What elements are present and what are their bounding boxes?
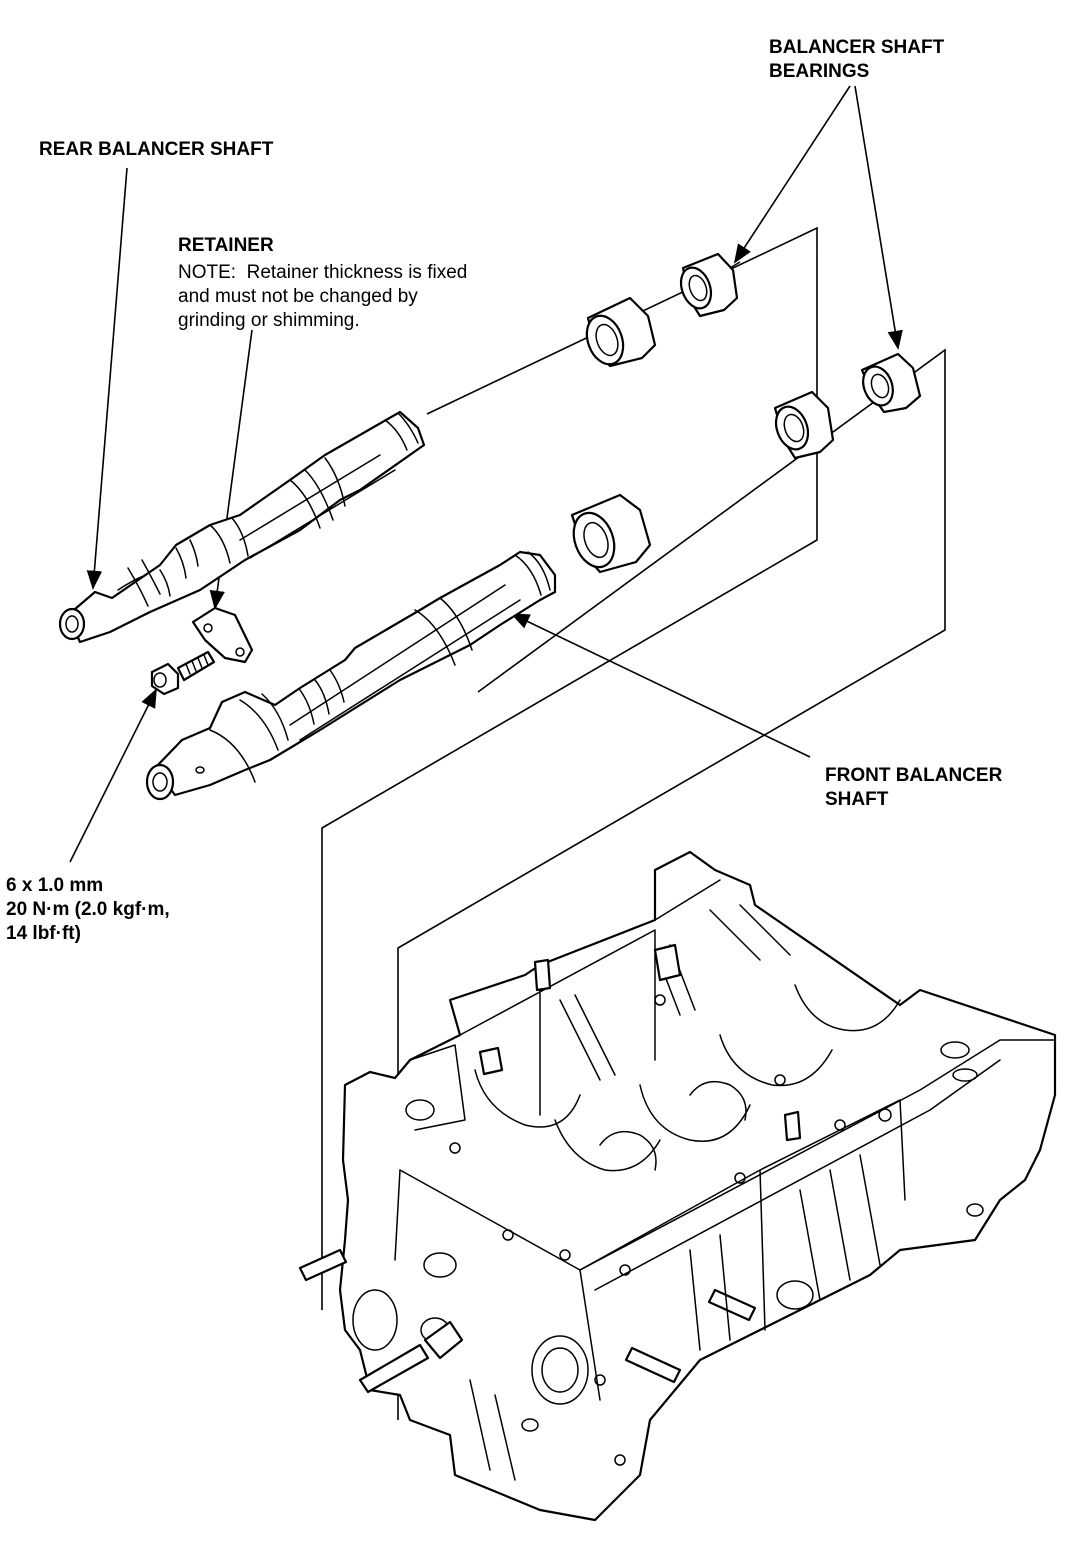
front-balancer-shaft-label: FRONT BALANCER SHAFT (825, 765, 1003, 810)
front-balancer-shaft-icon (145, 550, 557, 801)
bolt-icon (150, 650, 216, 696)
bolt-spec-label: 6 x 1.0 mm 20 N·m (2.0 kgf·m, 14 lbf·ft) (6, 875, 170, 944)
engine-block-icon (298, 850, 1057, 1522)
leader-lines (69, 85, 903, 863)
balancer-shaft-bearings-label: BALANCER SHAFT BEARINGS (769, 37, 945, 82)
rear-balancer-shaft-icon (58, 410, 426, 644)
retainer-label: RETAINER (178, 235, 274, 256)
retainer-note: NOTE: Retainer thickness is fixed and mu… (178, 262, 468, 331)
retainer-icon (191, 606, 254, 664)
rear-balancer-shaft-label: REAR BALANCER SHAFT (39, 139, 274, 160)
balancer-shaft-bearing-icon (570, 252, 922, 574)
